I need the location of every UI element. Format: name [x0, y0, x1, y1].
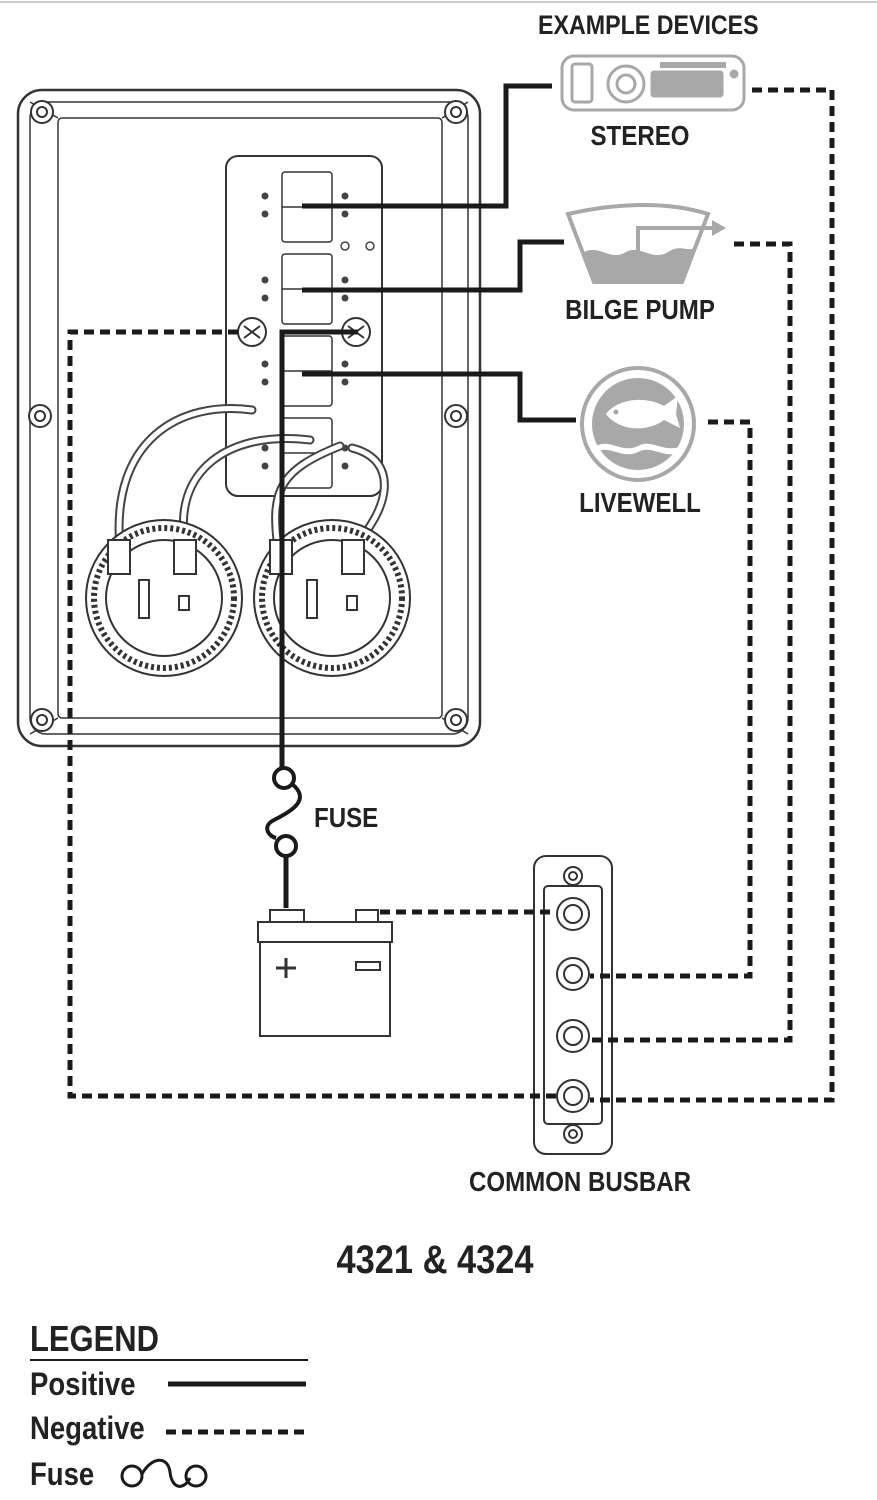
example-devices-title: EXAMPLE DEVICES [538, 10, 759, 40]
power-outlet-left [85, 519, 243, 677]
negative-wires [67, 87, 835, 1103]
stereo-icon [560, 54, 746, 112]
legend-positive-label: Positive [30, 1366, 136, 1402]
switch-panel [16, 88, 482, 748]
legend-negative-label: Negative [30, 1410, 145, 1446]
bilge-positive-wire [302, 239, 564, 293]
livewell-icon [580, 366, 696, 482]
model-number: 4321 & 4324 [336, 1238, 534, 1282]
bilge-pump-icon [565, 203, 726, 284]
legend-fuse-label: Fuse [30, 1456, 95, 1492]
bilge-pump-label: BILGE PUMP [565, 294, 715, 325]
panel-negative-wire [67, 329, 556, 1099]
terminal-dots [261, 192, 349, 470]
fuse-symbol [265, 766, 302, 858]
power-outlet-right [253, 519, 411, 677]
ground-screw-left [237, 317, 267, 347]
stereo-positive-wire [302, 83, 552, 209]
stereo-label: STEREO [590, 120, 690, 151]
positive-wires [279, 83, 576, 908]
legend-title: LEGEND [30, 1318, 160, 1359]
legend-fuse-icon [120, 1458, 208, 1488]
bilge-negative-wire [590, 241, 793, 1043]
terminal-open-dots [340, 241, 375, 251]
busbar-label: COMMON BUSBAR [468, 1166, 692, 1197]
livewell-negative-wire [590, 419, 753, 979]
fuse-label: FUSE [314, 802, 379, 833]
stereo-negative-wire [590, 87, 835, 1103]
livewell-positive-wire [302, 371, 576, 423]
battery [257, 909, 393, 1037]
panel-mount-holes [28, 100, 468, 732]
livewell-label: LIVEWELL [579, 487, 701, 518]
common-busbar [533, 855, 613, 1155]
main-positive-wire [279, 329, 358, 768]
